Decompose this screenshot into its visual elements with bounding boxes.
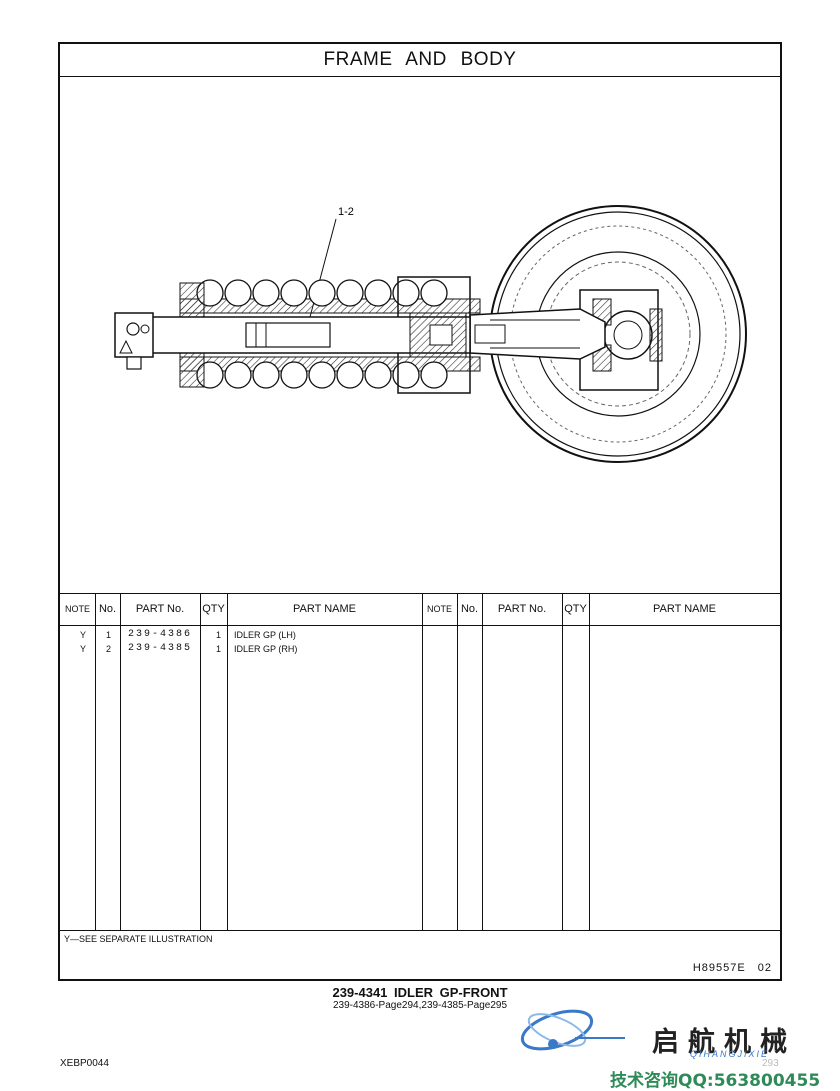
row-note: Y: [80, 644, 87, 654]
row-part-no: 239-4385: [128, 643, 193, 654]
parts-page-frame: FRAME AND BODY 1-2: [58, 42, 782, 981]
header-no: No.: [98, 603, 117, 615]
row-part-name: IDLER GP (LH): [234, 630, 296, 640]
row-qty: 1: [216, 630, 222, 640]
footnote: Y—SEE SEPARATE ILLUSTRATION: [64, 934, 213, 944]
callout-label: 1-2: [338, 206, 354, 218]
grease-valve: [114, 312, 154, 370]
recoil-spring: [147, 276, 481, 394]
watermark-logo-icon: [520, 1009, 625, 1051]
row-part-name: IDLER GP (RH): [234, 644, 298, 654]
header-qty: QTY: [202, 603, 225, 615]
watermark-brand: 启航机械: [652, 1027, 796, 1058]
header-part-name-2: PART NAME: [653, 603, 716, 615]
page-code: XEBP0044: [60, 1058, 109, 1069]
row-part-no: 239-4386: [128, 629, 193, 640]
header-part-no-2: PART No.: [497, 603, 547, 615]
header-no-2: No.: [460, 603, 479, 615]
watermark-pinyin: QIHANGJIXIE: [690, 1049, 770, 1059]
idler-illustration: 1-2: [60, 77, 780, 593]
idler-yoke: [469, 308, 606, 360]
row-note: Y: [80, 630, 87, 640]
row-qty: 1: [216, 644, 222, 654]
page-title: FRAME AND BODY: [60, 44, 780, 77]
assembly-caption: 239-4341 IDLER GP-FRONT: [332, 985, 508, 1000]
header-note-2: NOTE: [426, 604, 452, 614]
row-no: 1: [106, 630, 112, 640]
parts-table: NOTE No. PART No. QTY PART NAME NOTE No.…: [60, 593, 780, 931]
header-qty-2: QTY: [564, 603, 587, 615]
idler-drawing: 1-2: [114, 205, 747, 463]
header-note: NOTE: [64, 604, 90, 614]
row-no: 2: [106, 644, 112, 654]
watermark-contact: 技术咨询QQ:563800455: [610, 1071, 821, 1091]
document-number: H89557E 02: [692, 962, 772, 974]
idler-wheel: [489, 205, 747, 463]
header-part-no: PART No.: [135, 603, 185, 615]
page-references: 239-4386-Page294,239-4385-Page295: [332, 1000, 508, 1011]
page-number: 293: [762, 1058, 779, 1069]
header-part-name: PART NAME: [293, 603, 356, 615]
